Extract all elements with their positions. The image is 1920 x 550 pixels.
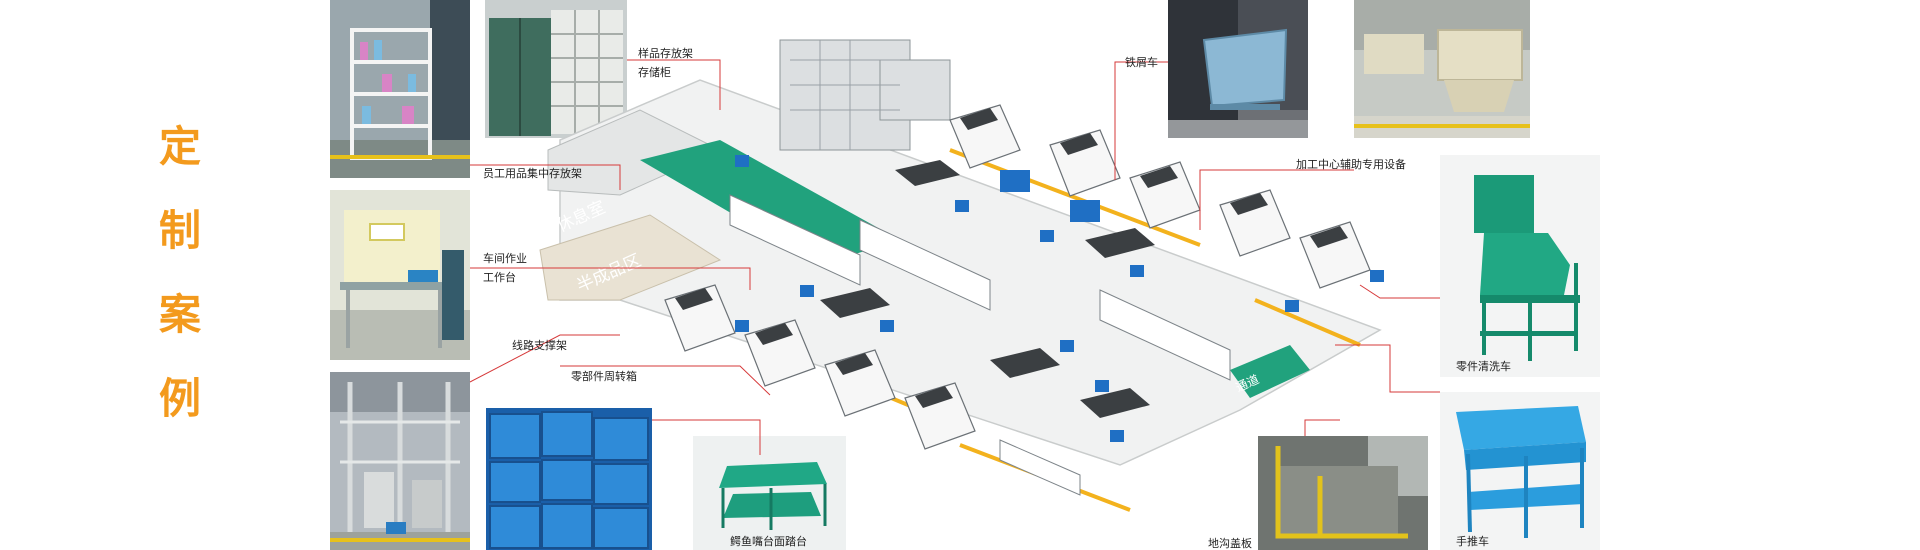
label-workshop-bench-1: 车间作业 <box>483 252 527 265</box>
photo-parts-box <box>486 408 652 550</box>
title-char: 例 <box>158 374 201 423</box>
photo-hand-cart <box>1440 392 1600 550</box>
label-machining-aux: 加工中心辅助专用设备 <box>1296 158 1406 171</box>
photo-storage-cabinet <box>485 0 627 138</box>
blue-cart <box>1070 200 1100 222</box>
label-parts-wash-cart: 零件清洗车 <box>1456 360 1511 373</box>
label-workshop-bench-2: 工作台 <box>483 271 516 284</box>
blue-cart <box>1000 170 1030 192</box>
label-sample-shelf: 样品存放架 <box>638 47 693 60</box>
label-trench-cover: 地沟盖板 <box>1208 537 1252 550</box>
photo-platform <box>693 436 846 550</box>
label-staff-items-shelf: 员工用品集中存放架 <box>483 167 582 180</box>
photo-iron-chip-cart <box>1168 0 1308 138</box>
title-char: 定 <box>158 122 201 171</box>
title-char: 制 <box>158 206 201 255</box>
title-char: 案 <box>158 290 201 339</box>
photo-staff-shelf <box>330 0 470 178</box>
photo-workbench <box>330 190 470 360</box>
label-hand-cart: 手推车 <box>1456 535 1489 548</box>
wip-area <box>539 214 722 301</box>
photo-cable-rack <box>330 372 470 550</box>
green-walkway <box>640 140 900 265</box>
photo-trench-cover <box>1258 436 1428 550</box>
photo-parts-wash-cart <box>1440 155 1600 377</box>
label-iron-chip-cart: 铁屑车 <box>1125 56 1158 69</box>
label-parts-box: 零部件周转箱 <box>571 370 637 383</box>
green-floor-marking <box>1230 345 1310 398</box>
vertical-title: 定 制 案 例 <box>150 105 210 441</box>
label-storage-cabinet: 存储柜 <box>638 66 671 79</box>
label-platform: 鳄鱼嘴台面踏台 <box>730 535 807 548</box>
label-cable-rack: 线路支撑架 <box>512 339 567 352</box>
photo-machining-aux <box>1354 0 1530 138</box>
